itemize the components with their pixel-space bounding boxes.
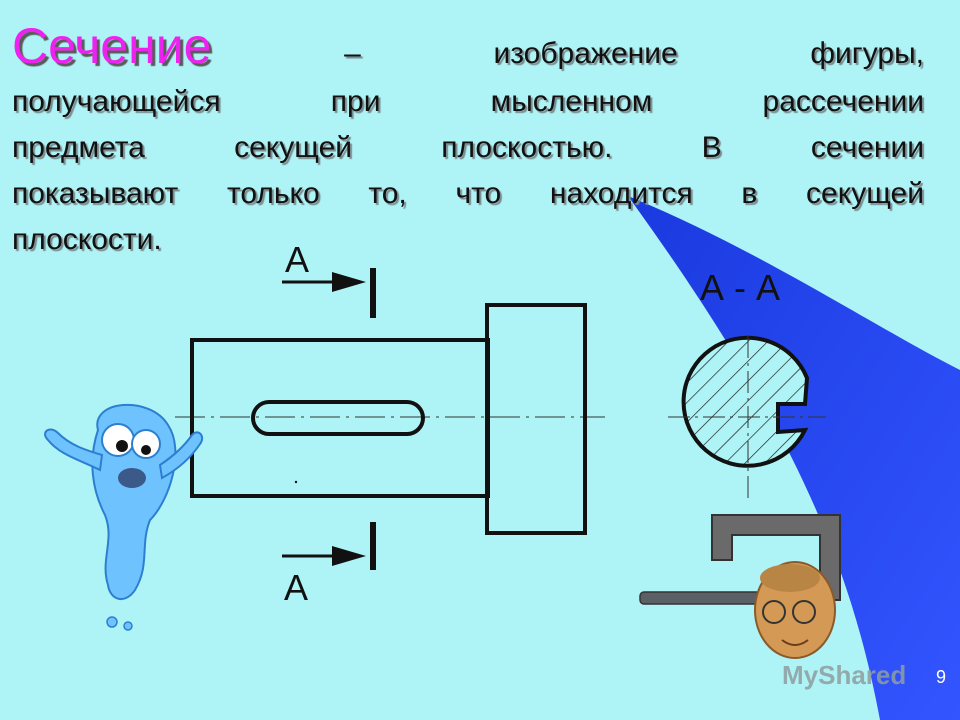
blob-character-image [44, 404, 204, 631]
blue-decor-wedge [628, 196, 960, 720]
term-title: Сечение [12, 18, 212, 74]
definition-line-1: Сечение – изображение фигуры, [12, 14, 924, 78]
section-label: А - А [700, 267, 780, 308]
shaft-body [190, 338, 490, 498]
shaft-flange [485, 303, 587, 535]
definition-line-3: предмета секущей плоскостью. В сечении [12, 131, 924, 164]
definition-line-2: получающейся при мысленном рассечении [12, 85, 924, 118]
keyway-slot [251, 400, 425, 436]
definition-line-5: плоскости. [12, 223, 162, 256]
definition-word: фигуры, [810, 37, 924, 70]
watermark-logo: MyShared [782, 660, 907, 690]
definition-line-4: показывают только то, что находится в се… [12, 177, 924, 210]
arrow-bottom-label: А [284, 567, 308, 608]
arrow-top [332, 272, 366, 292]
page-number: 9 [935, 667, 946, 687]
arrow-top-label: А [285, 239, 309, 280]
clamp-character-image [639, 514, 841, 659]
definition-word: изображение [493, 37, 678, 70]
section-view [668, 335, 826, 500]
definition-dash: – [344, 37, 361, 70]
arrow-bottom [332, 546, 366, 566]
